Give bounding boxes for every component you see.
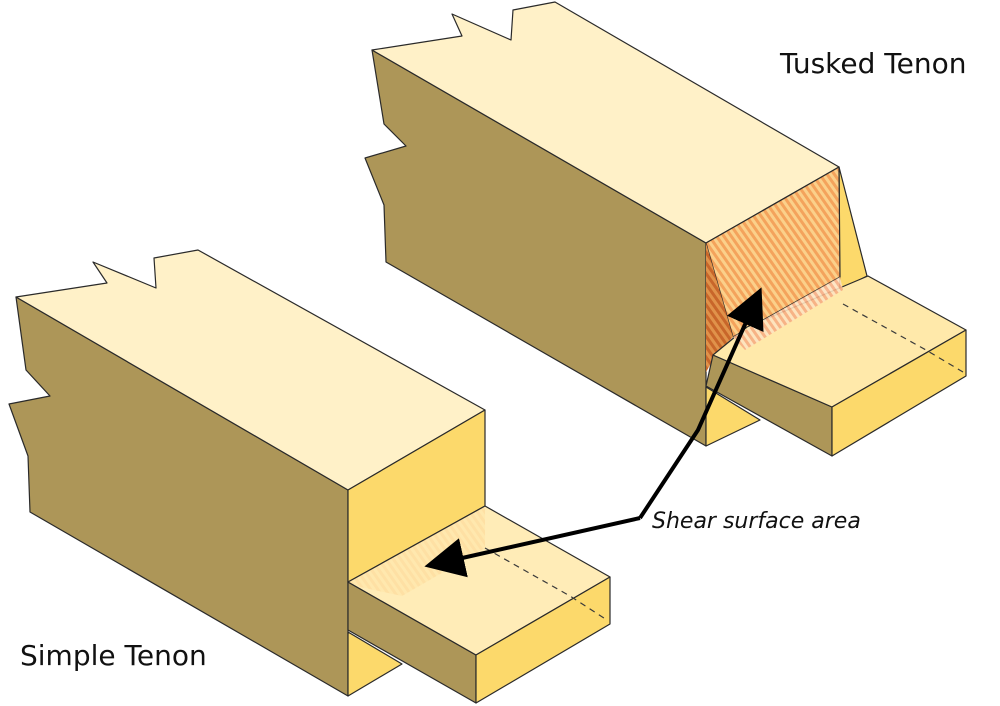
tusked-tenon <box>364 1 967 457</box>
simple-tenon-end <box>475 576 611 704</box>
simple-beam-lower-end-face <box>347 631 403 697</box>
tusked-tenon-end <box>831 329 967 457</box>
tusked-shear-surface-side <box>706 243 733 372</box>
simple-tenon <box>8 249 611 704</box>
tusked-tenon-label: Tusked Tenon <box>779 47 967 80</box>
shear-surface-label: Shear surface area <box>652 509 861 534</box>
callout-arrows <box>424 287 764 578</box>
arrow-to-simple-shear <box>424 516 641 578</box>
tusked-hidden-line <box>842 303 964 373</box>
arrow-to-tusked-shear <box>638 287 764 520</box>
simple-tenon-label: Simple Tenon <box>20 639 207 672</box>
